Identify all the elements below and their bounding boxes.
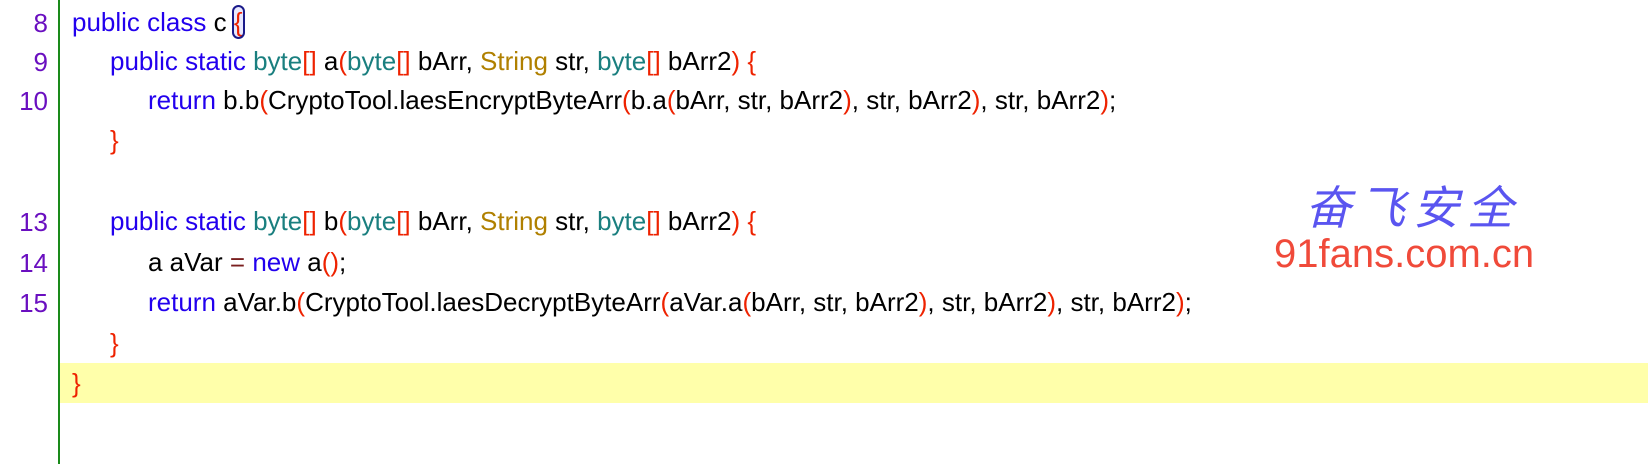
- code-line[interactable]: }: [60, 120, 1648, 160]
- code-token: aVar.a: [669, 287, 743, 317]
- code-token: return: [148, 85, 224, 115]
- code-token: , str, bArr2: [980, 85, 1101, 115]
- code-line[interactable]: public class c {: [60, 2, 1648, 42]
- line-number: 9: [33, 47, 48, 77]
- code-token: public static: [110, 46, 254, 76]
- code-token: CryptoTool.laesEncryptByteArr: [267, 85, 623, 115]
- code-token: a aVar: [148, 247, 230, 277]
- code-token: }: [72, 368, 81, 398]
- code-token: (: [622, 85, 631, 115]
- code-token: (: [666, 85, 676, 115]
- code-token: byte: [347, 206, 397, 236]
- code-token: b.a: [630, 85, 667, 115]
- code-line[interactable]: }: [60, 323, 1648, 363]
- code-token: , str, bArr2: [927, 287, 1048, 317]
- code-token: CryptoTool.laesDecryptByteArr: [305, 287, 661, 317]
- code-token: bArr,: [410, 206, 481, 236]
- code-token: new: [245, 247, 308, 277]
- code-token: (: [742, 287, 752, 317]
- code-token: }: [110, 125, 119, 155]
- code-token: ): [1047, 287, 1057, 317]
- code-token: ): [1175, 287, 1185, 317]
- code-token: ): [1100, 85, 1109, 115]
- code-token: {: [231, 5, 245, 39]
- line-number: 10: [19, 86, 48, 116]
- code-line[interactable]: return aVar.b(CryptoTool.laesDecryptByte…: [60, 282, 1648, 322]
- code-token: ): [918, 287, 928, 317]
- code-token: b: [316, 206, 339, 236]
- code-token: byte: [597, 46, 647, 76]
- current-line[interactable]: }: [60, 363, 1648, 403]
- line-number: 14: [19, 248, 48, 278]
- code-token: bArr2: [660, 206, 732, 236]
- code-token: byte: [347, 46, 397, 76]
- code-token: (: [660, 287, 670, 317]
- code-token: []: [302, 46, 317, 76]
- watermark-title: 奋飞安全: [1305, 181, 1521, 235]
- code-token: ;: [339, 247, 347, 277]
- code-token: []: [396, 206, 411, 236]
- code-token: byte: [597, 206, 647, 236]
- watermark-url: 91fans.com.cn: [1274, 232, 1535, 276]
- code-token: b.b: [223, 85, 260, 115]
- code-line[interactable]: public static byte[] b(byte[] bArr, Stri…: [60, 201, 1648, 241]
- code-token: (: [338, 46, 348, 76]
- code-line[interactable]: return b.b(CryptoTool.laesEncryptByteArr…: [60, 80, 1648, 120]
- code-token: ;: [1184, 287, 1192, 317]
- code-token: (: [259, 85, 268, 115]
- code-token: ) {: [731, 46, 757, 76]
- code-token: str,: [547, 206, 598, 236]
- code-token: (): [321, 247, 340, 277]
- code-token: ;: [1108, 85, 1117, 115]
- code-token: bArr, str, bArr2: [675, 85, 844, 115]
- code-token: =: [229, 247, 246, 277]
- code-token: []: [302, 206, 317, 236]
- line-number: 15: [19, 288, 48, 318]
- code-token: public class: [72, 7, 214, 37]
- code-token: c: [213, 7, 234, 37]
- code-token: a: [316, 46, 339, 76]
- line-number-gutter: 8 9 10 13 14 15: [0, 0, 60, 464]
- code-token: }: [110, 328, 119, 358]
- code-token: byte: [253, 206, 303, 236]
- code-token: ): [843, 85, 852, 115]
- code-line[interactable]: public static byte[] a(byte[] bArr, Stri…: [60, 41, 1648, 81]
- code-token: return: [148, 287, 224, 317]
- code-token: []: [646, 46, 661, 76]
- code-token: aVar.b: [223, 287, 297, 317]
- code-token: bArr, str, bArr2: [751, 287, 919, 317]
- code-token: public static: [110, 206, 254, 236]
- code-token: , str, bArr2: [851, 85, 972, 115]
- code-token: []: [396, 46, 411, 76]
- code-token: bArr2: [660, 46, 732, 76]
- code-token: String: [480, 46, 548, 76]
- code-token: str,: [547, 46, 598, 76]
- code-token: ): [971, 85, 981, 115]
- code-token: ) {: [731, 206, 757, 236]
- code-token: []: [646, 206, 661, 236]
- code-token: , str, bArr2: [1056, 287, 1176, 317]
- code-token: (: [296, 287, 306, 317]
- code-token: a: [307, 247, 322, 277]
- code-token: String: [480, 206, 548, 236]
- code-token: byte: [253, 46, 303, 76]
- code-token: bArr,: [410, 46, 481, 76]
- line-number: 8: [33, 8, 48, 38]
- code-line[interactable]: a aVar = new a();: [60, 242, 1648, 282]
- code-token: (: [338, 206, 348, 236]
- line-number: 13: [19, 207, 48, 237]
